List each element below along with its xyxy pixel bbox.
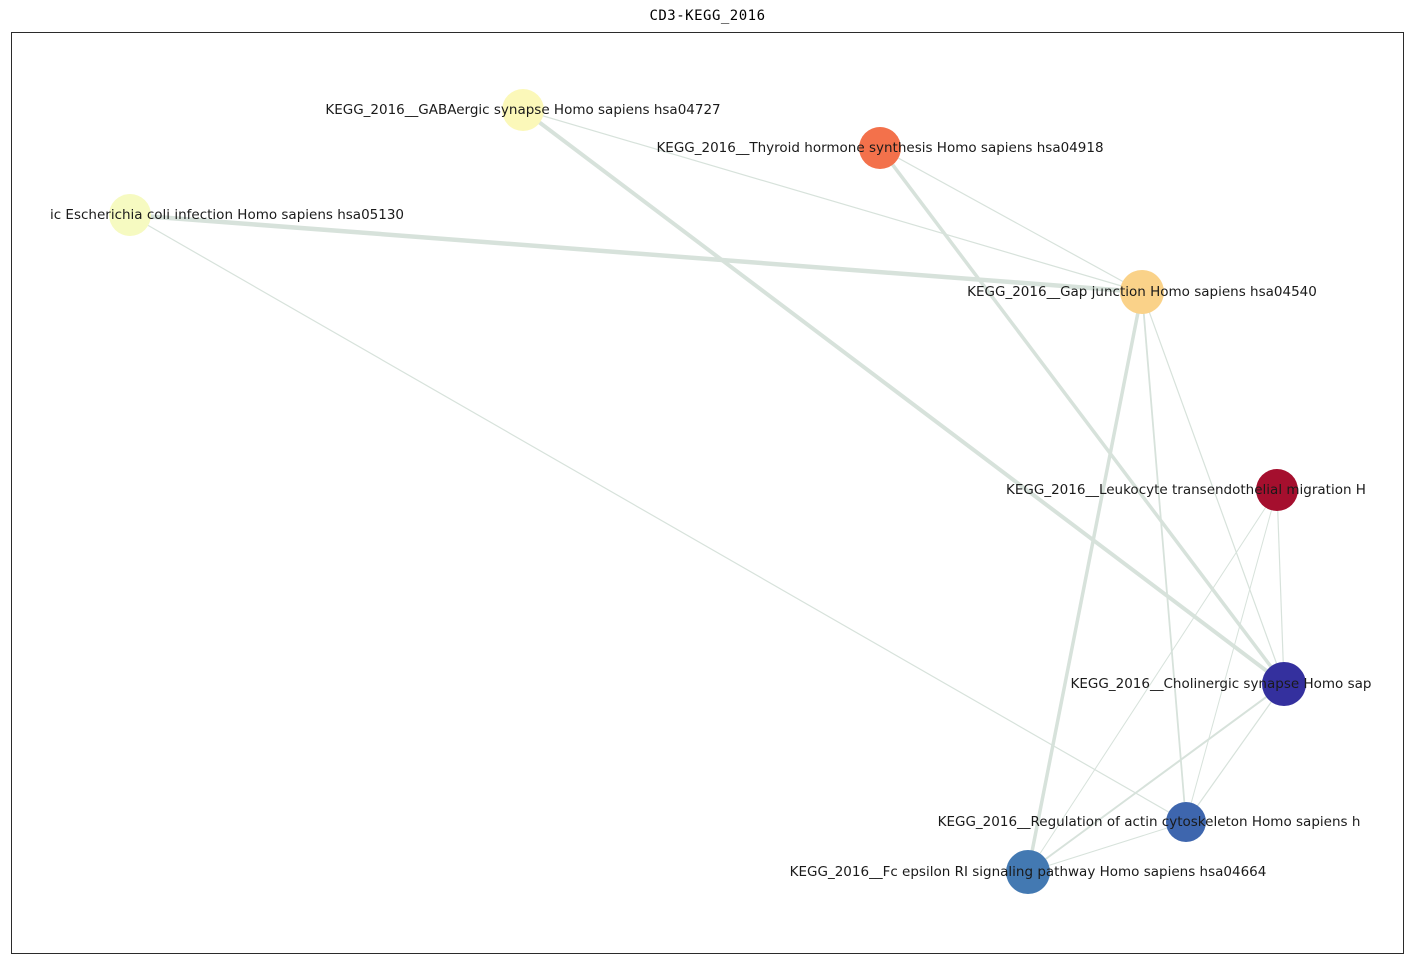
graph-node-regulation-actin-cytoskeleton [1166, 802, 1206, 842]
node-label-ecoli-infection: ic Escherichia coli infection Homo sapie… [49, 207, 405, 223]
node-label-gap-junction: KEGG_2016__Gap junction Homo sapiens hsa… [967, 284, 1317, 300]
graph-node-fc-epsilon-ri-signaling [1006, 850, 1050, 894]
graph-edge-regulation-actin-cytoskeleton--fc-epsilon-ri-signaling [1027, 821, 1187, 873]
graph-edge-leukocyte-transendothelial-migration--regulation-actin-cytoskeleton [1185, 489, 1278, 823]
graph-edge-gabaergic-synapse--gap-junction [522, 109, 1143, 293]
graph-edge-gap-junction--cholinergic-synapse [1141, 291, 1285, 685]
graph-edge-gap-junction--fc-epsilon-ri-signaling [1026, 291, 1144, 873]
graph-node-gap-junction [1120, 270, 1164, 314]
graph-node-ecoli-infection [109, 194, 151, 236]
node-label-regulation-actin-cytoskeleton: KEGG_2016__Regulation of actin cytoskele… [937, 814, 1361, 830]
graph-edge-ecoli-infection--regulation-actin-cytoskeleton [129, 214, 1187, 823]
graph-edge-gap-junction--regulation-actin-cytoskeleton [1141, 291, 1187, 823]
graph-node-thyroid-hormone-synthesis [859, 127, 901, 169]
graph-edge-ecoli-infection--gap-junction [129, 212, 1143, 295]
graph-node-cholinergic-synapse [1262, 662, 1306, 706]
graph-edge-thyroid-hormone-synthesis--gap-junction [879, 147, 1143, 293]
graph-edge-leukocyte-transendothelial-migration--cholinergic-synapse [1276, 489, 1285, 685]
graph-node-gabaergic-synapse [502, 89, 544, 131]
graph-edge-cholinergic-synapse--regulation-actin-cytoskeleton [1185, 683, 1285, 823]
graph-edge-thyroid-hormone-synthesis--cholinergic-synapse [878, 146, 1286, 686]
node-label-thyroid-hormone-synthesis: KEGG_2016__Thyroid hormone synthesis Hom… [656, 140, 1104, 156]
axes-frame [11, 32, 1404, 954]
node-label-gabaergic-synapse: KEGG_2016__GABAergic synapse Homo sapien… [325, 102, 721, 118]
graph-node-leukocyte-transendothelial-migration [1256, 469, 1298, 511]
node-label-cholinergic-synapse: KEGG_2016__Cholinergic synapse Homo sap [1070, 676, 1372, 692]
graph-edge-leukocyte-transendothelial-migration--fc-epsilon-ri-signaling [1027, 489, 1278, 873]
graph-edge-cholinergic-synapse--fc-epsilon-ri-signaling [1027, 683, 1285, 873]
graph-edge-gabaergic-synapse--cholinergic-synapse [521, 108, 1286, 686]
plot-title: CD3-KEGG_2016 [649, 8, 766, 24]
node-label-leukocyte-transendothelial-migration: KEGG_2016__Leukocyte transendothelial mi… [1006, 482, 1366, 498]
node-label-fc-epsilon-ri-signaling: KEGG_2016__Fc epsilon RI signaling pathw… [789, 864, 1267, 880]
